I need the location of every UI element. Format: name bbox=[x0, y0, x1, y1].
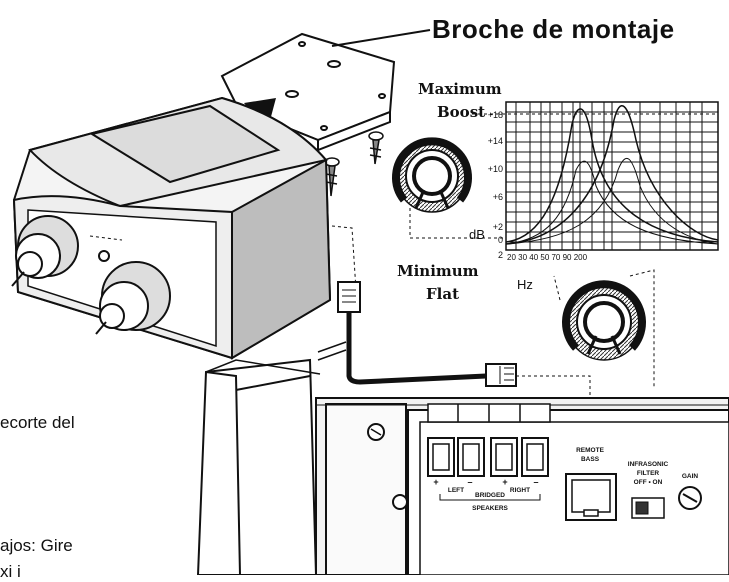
remote-bass-label: REMOTE bbox=[576, 447, 604, 454]
off-on-label: OFF • ON bbox=[634, 479, 663, 486]
minus-label: – bbox=[467, 477, 472, 487]
db-tick: 2 bbox=[498, 250, 503, 260]
plus-label: + bbox=[433, 477, 438, 487]
title-leader-line bbox=[331, 29, 431, 47]
amplifier bbox=[196, 358, 729, 575]
plus-label: + bbox=[502, 477, 507, 487]
remote-bass-label: BASS bbox=[581, 456, 600, 463]
left-label: LEFT bbox=[448, 487, 464, 494]
cropped-text-line: xi i bbox=[0, 562, 21, 581]
boost-label: Boost bbox=[437, 103, 486, 121]
gain-label: GAIN bbox=[682, 473, 699, 480]
db-tick: +10 bbox=[488, 164, 503, 174]
db-tick: +14 bbox=[488, 136, 503, 146]
cropped-text-line: ecorte del bbox=[0, 413, 75, 432]
minimum-label: Minimum bbox=[397, 262, 479, 280]
bridged-label: BRIDGED bbox=[475, 492, 505, 499]
frequency-knob bbox=[553, 269, 655, 388]
right-label: RIGHT bbox=[510, 487, 530, 494]
mounting-screw bbox=[368, 131, 384, 165]
db-unit-label: dB bbox=[469, 227, 485, 242]
mounting-clip-title: Broche de montaje bbox=[432, 14, 675, 44]
maximum-label: Maximum bbox=[418, 80, 502, 98]
eq-response-graph bbox=[496, 101, 719, 251]
hz-scale: 20 30 40 50 70 90 200 bbox=[507, 253, 588, 262]
minus-label: – bbox=[533, 477, 538, 487]
infrasonic-label: INFRASONIC bbox=[628, 461, 669, 468]
filter-label: FILTER bbox=[637, 470, 660, 477]
db-tick: 0 bbox=[498, 235, 503, 245]
remote-bass-controller bbox=[11, 96, 332, 360]
db-tick: +6 bbox=[493, 192, 503, 202]
db-tick: +2 bbox=[493, 222, 503, 232]
boost-knob bbox=[392, 113, 540, 239]
speakers-label: SPEAKERS bbox=[472, 505, 508, 512]
cropped-text-line: ajos: Gire bbox=[0, 536, 73, 555]
db-tick: +18 bbox=[488, 110, 503, 120]
hz-unit-label: Hz bbox=[517, 277, 533, 292]
flat-label: Flat bbox=[426, 285, 459, 303]
